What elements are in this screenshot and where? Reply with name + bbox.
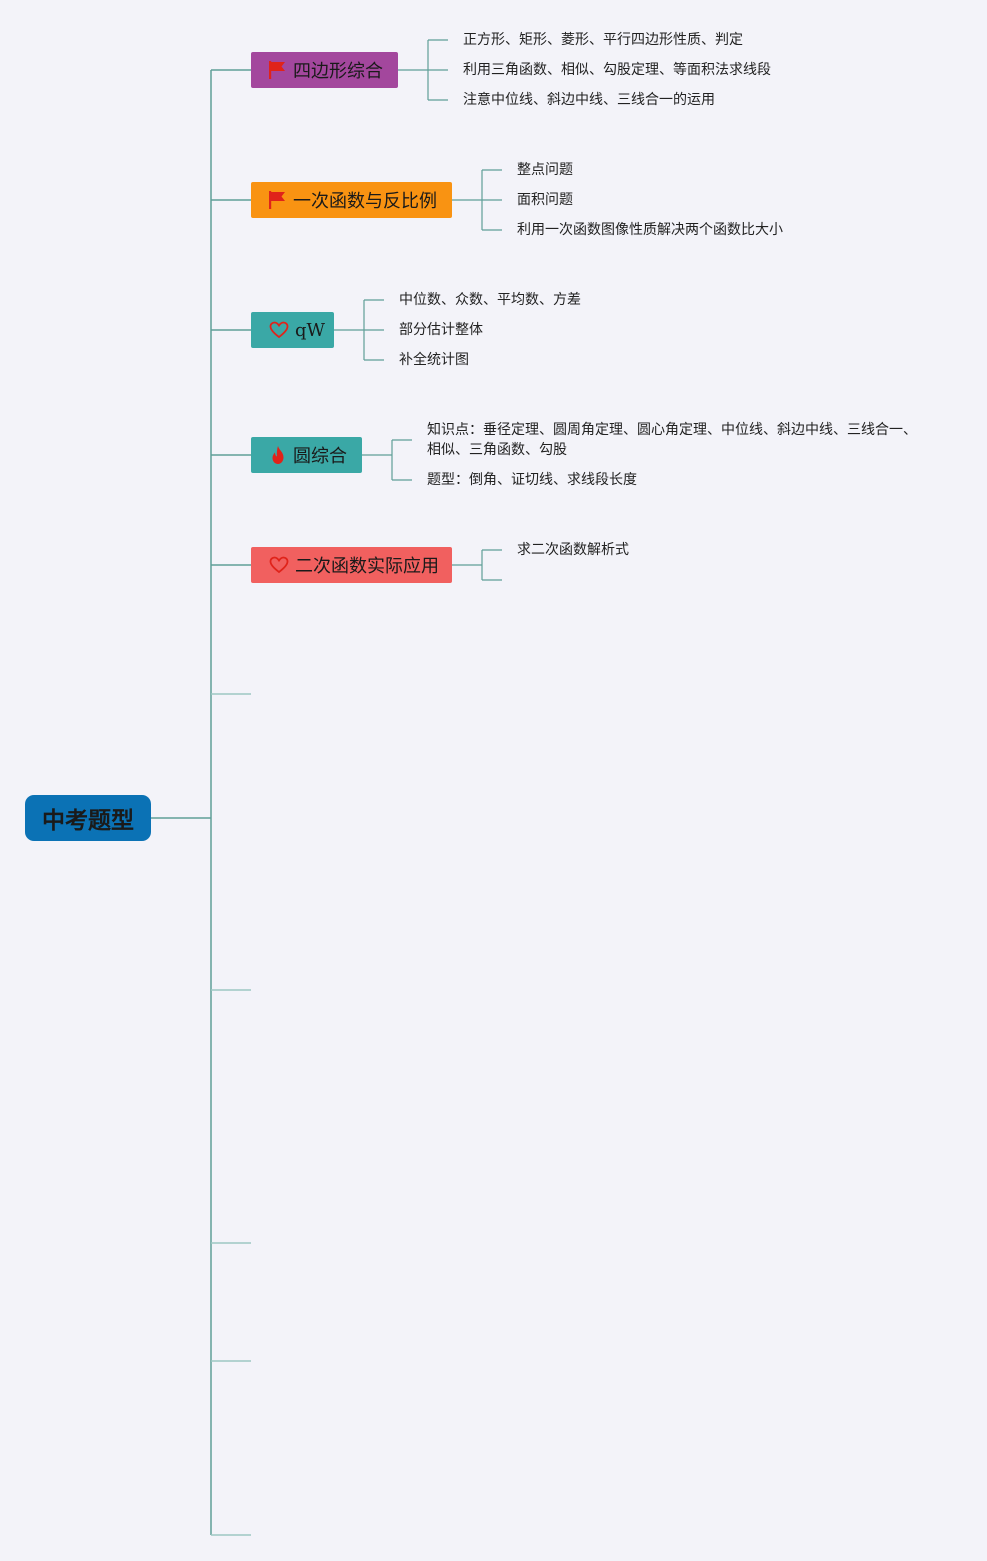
leaf-item[interactable]: 题型：倒角、证切线、求线段长度 [427, 472, 637, 488]
leaf-item[interactable]: 利用三角函数、相似、勾股定理、等面积法求线段 [463, 62, 771, 78]
topic-node-quadratic-function[interactable]: 二次函数实际应用 [251, 547, 452, 583]
topic-label: qW [295, 319, 326, 341]
child-connector [398, 39, 448, 101]
leaf-item[interactable]: 部分估计整体 [399, 322, 483, 338]
child-connector [362, 439, 412, 481]
leaf-item[interactable]: 知识点：垂径定理、圆周角定理、圆心角定理、中位线、斜边中线、三线合一、相似、三角… [427, 422, 917, 458]
leaf-item[interactable]: 面积问题 [517, 192, 573, 208]
topic-label: 一次函数与反比例 [293, 191, 437, 212]
heart-icon [269, 556, 289, 574]
child-connector [452, 169, 502, 231]
topic-node-quadrilateral[interactable]: 四边形综合 [251, 52, 398, 88]
leaf-item[interactable]: 利用一次函数图像性质解决两个函数比大小 [517, 222, 783, 238]
root-label: 中考题型 [42, 808, 134, 834]
root-node[interactable]: 中考题型 [25, 795, 151, 841]
leaf-item[interactable]: 注意中位线、斜边中线、三线合一的运用 [463, 92, 715, 108]
leaf-item[interactable]: 整点问题 [517, 162, 573, 178]
leaf-item[interactable]: 正方形、矩形、菱形、平行四边形性质、判定 [463, 32, 743, 48]
flag-icon [267, 60, 287, 80]
topic-node-circle[interactable]: 圆综合 [251, 437, 362, 473]
fire-icon [269, 445, 287, 465]
heart-icon [269, 321, 289, 339]
topic-node-statistics[interactable]: qW [251, 312, 334, 348]
topic-label: 圆综合 [293, 446, 347, 467]
topic-node-linear-function[interactable]: 一次函数与反比例 [251, 182, 452, 218]
leaf-item[interactable]: 补全统计图 [399, 352, 469, 368]
child-connector [452, 549, 502, 581]
topic-label: 二次函数实际应用 [295, 556, 439, 577]
leaf-item[interactable]: 中位数、众数、平均数、方差 [399, 292, 581, 308]
flag-icon [267, 190, 287, 210]
trunk-connector [151, 70, 212, 1535]
child-connector [334, 299, 384, 361]
leaf-item[interactable]: 求二次函数解析式 [517, 542, 629, 558]
topic-label: 四边形综合 [293, 61, 383, 82]
